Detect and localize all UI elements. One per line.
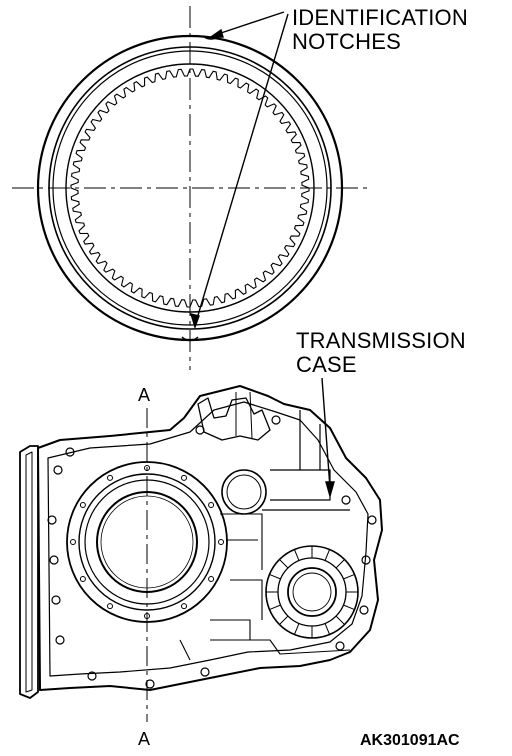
bore-center-inner [100, 495, 194, 589]
boss-spoke [279, 559, 289, 569]
plate-inner-ring [65, 63, 315, 313]
identification-leaders [189, 11, 289, 330]
bolt-hole [367, 515, 377, 525]
bore-stud [181, 603, 187, 610]
clutch-plate [12, 6, 372, 370]
case-left-flange [19, 445, 39, 699]
bolt-hole [359, 605, 369, 615]
bolt-hole [87, 671, 97, 681]
bolt-hole [341, 495, 351, 505]
bore-stud [181, 474, 187, 481]
bolt-hole [65, 447, 75, 457]
section-label-bottom: A [138, 729, 151, 749]
bore-stud [107, 603, 113, 610]
bolt-hole [195, 425, 205, 435]
bolt-hole [47, 515, 57, 525]
case-port-inner [226, 474, 262, 510]
bore-stud [70, 539, 76, 545]
boss-spoke [269, 573, 281, 580]
boss-spoke [269, 604, 281, 611]
boss-spoke [279, 615, 289, 625]
label-transmission-line1: TRANSMISSION [296, 328, 466, 353]
case-inner-contour [47, 401, 369, 677]
arrowhead-bottom-notch [189, 313, 200, 330]
case-top-rib [235, 391, 253, 439]
leader-to-case [321, 377, 331, 489]
label-identification-line1: IDENTIFICATION [292, 5, 468, 30]
bolt-hole [53, 465, 63, 475]
transmission-case-leader [321, 377, 335, 499]
boss-spoke [293, 623, 300, 635]
leader-to-bottom-notch [195, 13, 289, 323]
leader-to-top-notch [214, 11, 285, 36]
bore-stud [107, 474, 113, 481]
boss-spoke [343, 573, 355, 580]
case-mid-web [220, 513, 263, 620]
bolt-hole [200, 667, 210, 677]
transmission-case [19, 385, 383, 699]
case-lower-channel [179, 619, 351, 661]
bore-stud [79, 576, 86, 582]
figure-code: AK301091AC [360, 732, 460, 749]
bore-stud [79, 502, 86, 508]
bore-stud [208, 576, 215, 582]
boss-spoke [343, 604, 355, 611]
bearing-boss-core [292, 572, 332, 612]
case-outer-body [37, 385, 383, 691]
bore-stud [208, 502, 215, 508]
bolt-hole [145, 679, 155, 689]
bolt-hole [51, 595, 61, 605]
bearing-boss-inner [287, 567, 337, 617]
bearing-boss-spokes [266, 546, 358, 638]
case-rib-right [262, 410, 350, 511]
case-port-outer [221, 469, 267, 515]
plate-friction-ring [52, 50, 328, 326]
bolt-hole [361, 555, 371, 565]
bolt-hole [271, 415, 281, 425]
identification-notch-bottom [181, 336, 199, 342]
boss-spoke [324, 549, 331, 561]
label-identification-line2: NOTCHES [292, 29, 401, 54]
bore-stud [218, 539, 224, 545]
plate-internal-teeth [70, 68, 310, 308]
label-transmission-line2: CASE [296, 352, 357, 377]
case-bolt-holes [47, 415, 377, 689]
plate-outer-ring [48, 46, 332, 330]
arrowhead-case [325, 481, 335, 499]
section-label-top: A [138, 385, 151, 405]
bolt-hole [335, 641, 345, 651]
arrowhead-top-notch [208, 28, 224, 38]
bolt-hole [55, 635, 65, 645]
bolt-hole [49, 555, 59, 565]
boss-spoke [293, 549, 300, 561]
bore-center [96, 491, 198, 593]
case-flange-inner [25, 451, 33, 693]
case-top-boss [197, 397, 271, 441]
boss-spoke [335, 559, 345, 569]
bore-mid-ring [78, 473, 216, 611]
boss-spoke [324, 623, 331, 635]
boss-spoke [335, 615, 345, 625]
